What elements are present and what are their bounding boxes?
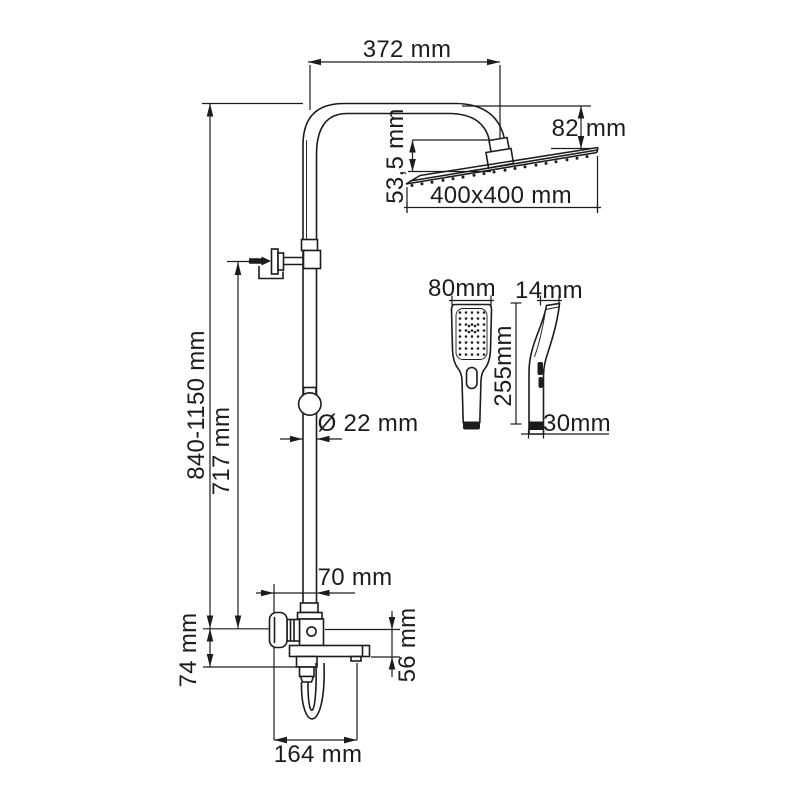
dimension-lines: [202, 58, 609, 744]
dim-label-hand-shower-base: 30mm: [543, 410, 611, 437]
wall-mount-arrow-icon: [261, 256, 271, 266]
slider-holder: [297, 386, 322, 416]
spout: [288, 644, 371, 662]
dim-label-column-height-range: 840-1150 mm: [183, 330, 210, 480]
dim-label-mixer-to-hose: 74 mm: [175, 612, 202, 688]
dim-label-spout-reach: 164 mm: [273, 741, 363, 768]
hand-shower-nozzles: [458, 311, 486, 356]
dim-label-arm-reach: 372 mm: [362, 36, 452, 63]
dim-label-mixer-to-spout: 56 mm: [394, 607, 421, 683]
dim-label-hand-shower-length: 255mm: [490, 325, 517, 407]
dim-label-head-size: 400x400 mm: [430, 182, 572, 209]
rain-head-nozzles: [410, 155, 589, 187]
rain-head: [405, 136, 599, 187]
mixer-body: [268, 602, 325, 649]
hand-shower-mode-button: [465, 366, 478, 390]
dim-label-hand-shower-width: 80mm: [428, 275, 496, 302]
dim-label-head-drop: 82 mm: [551, 115, 627, 142]
hand-shower-side-view: [528, 302, 561, 435]
dim-label-pipe-diameter: Ø 22 mm: [317, 410, 419, 437]
dim-label-hand-shower-depth: 14mm: [515, 277, 583, 304]
hand-shower-front-view: [450, 303, 493, 430]
mixer-knob: [268, 611, 288, 649]
wall-bracket: [249, 238, 322, 280]
shower-hose: [295, 655, 325, 720]
shower-column: [302, 102, 508, 616]
dim-label-upper-column-height: 717 mm: [208, 406, 235, 496]
dim-label-head-offset: 53,5 mm: [382, 108, 409, 204]
dim-label-wall-to-pipe: 70 mm: [317, 564, 393, 591]
